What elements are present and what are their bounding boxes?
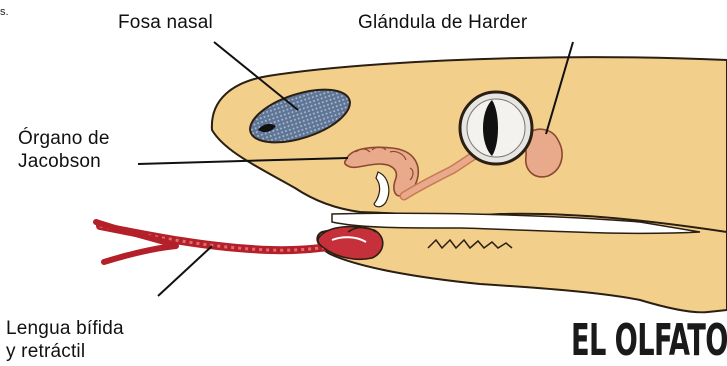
- label-glandula-harder: Glándula de Harder: [358, 11, 527, 34]
- tongue-fork-upper: [96, 222, 172, 244]
- label-lengua-line2: y retráctil: [6, 340, 124, 363]
- tongue-sheath: [318, 227, 383, 260]
- label-fosa-nasal: Fosa nasal: [118, 11, 213, 34]
- label-lengua: Lengua bífida y retráctil: [6, 317, 124, 363]
- leader-lengua: [158, 246, 212, 296]
- label-lengua-line1: Lengua bífida: [6, 317, 124, 340]
- label-organo-jacobson: Órgano de Jacobson: [18, 127, 110, 173]
- label-organo-jacobson-line2: Jacobson: [18, 150, 110, 173]
- label-organo-jacobson-line1: Órgano de: [18, 127, 110, 150]
- brand-title: EL OLFATO: [571, 318, 727, 364]
- tongue-fork-lower: [104, 246, 176, 262]
